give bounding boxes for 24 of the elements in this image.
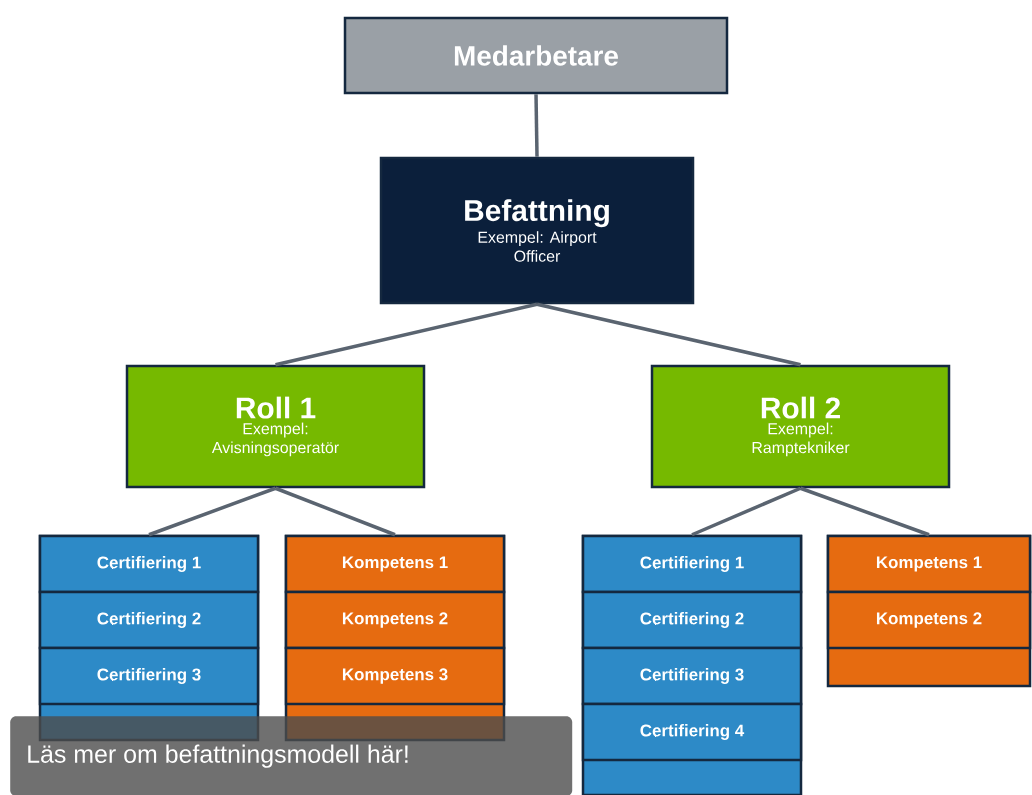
connector-line [691,486,802,537]
role-box: Befattning Exempel: Airport Officer [379,156,695,305]
list-cell: Certifiering 3 [38,646,260,706]
list-cell: Certifiering 2 [581,590,803,650]
list-cell: Certifiering 1 [581,534,803,594]
list-cell: Certifiering 4 [581,702,803,762]
list-cell: Kompetens 2 [826,590,1032,650]
role-box: Roll 1 Exempel: Avisningsoperatör [125,364,426,489]
list-cell: Kompetens 2 [284,590,506,650]
list-cell: Kompetens 1 [826,534,1032,594]
connector-line [275,302,538,367]
role-box: Roll 2 Exempel: Ramptekniker [650,364,951,489]
connector-line [536,302,801,367]
list-cell: Certifiering 3 [581,646,803,706]
list-cell: Kompetens 3 [284,646,506,706]
list-cell: Certifiering 1 [38,534,260,594]
connector-line [799,486,930,537]
header-box: Medarbetare [343,16,729,95]
connector-line [148,486,277,537]
connector-line [274,486,396,537]
connector-line [534,94,539,157]
list-cell: Certifiering 2 [38,590,260,650]
caption-banner: Läs mer om befattningsmodell här! [10,716,573,795]
list-cell: Kompetens 1 [284,534,506,594]
